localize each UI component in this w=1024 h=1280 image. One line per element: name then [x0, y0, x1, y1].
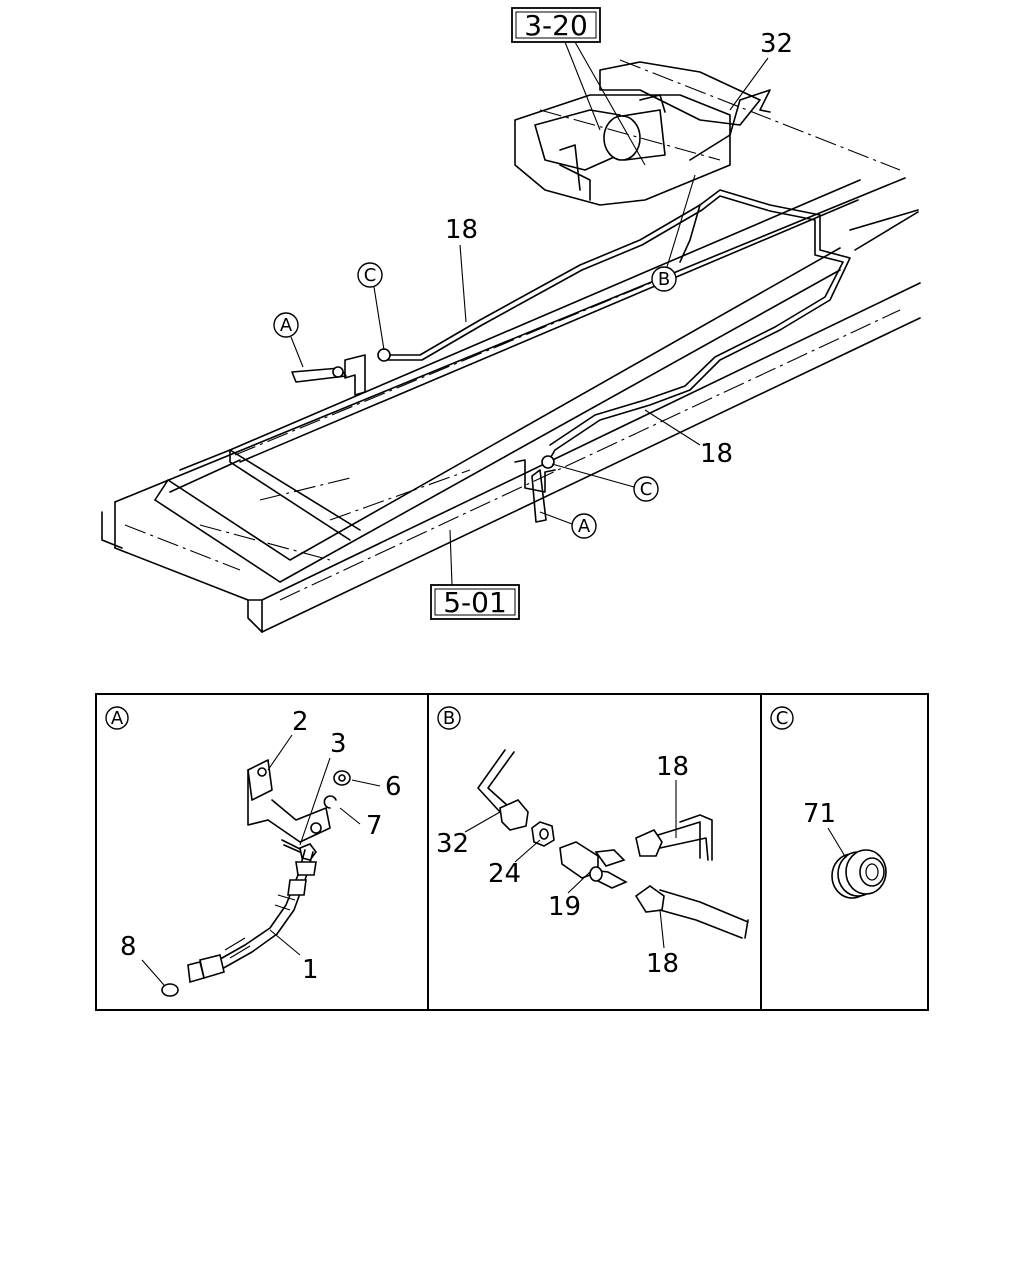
svg-text:C: C — [640, 479, 653, 500]
bracket-left — [291, 348, 391, 396]
label-part-71: 71 — [803, 799, 836, 829]
panel-a-badge: A — [105, 706, 129, 730]
label-part-24: 24 — [488, 859, 521, 889]
svg-text:B: B — [443, 708, 455, 729]
label-part-19: 19 — [548, 892, 581, 922]
reference-box-5-01[interactable]: 5-01 — [430, 584, 520, 620]
svg-text:C: C — [776, 708, 789, 729]
svg-text:A: A — [111, 708, 124, 729]
callout-detail-b[interactable]: B — [651, 266, 677, 292]
brake-pipe-upper — [384, 89, 851, 463]
label-part-1: 1 — [302, 955, 319, 985]
svg-text:A: A — [578, 516, 591, 537]
panel-c-badge: C — [770, 706, 794, 730]
svg-text:A: A — [280, 315, 293, 336]
ref-label-3-20: 3-20 — [524, 9, 588, 42]
callout-detail-a-lower[interactable]: A — [571, 513, 597, 539]
callout-detail-c-upper[interactable]: C — [357, 262, 383, 288]
label-part-2: 2 — [292, 707, 309, 737]
svg-text:B: B — [658, 269, 670, 290]
callout-18-upper: 18 — [445, 215, 478, 245]
engine-assembly — [514, 59, 901, 206]
grommet-part-71 — [831, 849, 887, 899]
label-part-3: 3 — [330, 729, 347, 759]
label-part-18-bottom: 18 — [646, 949, 679, 979]
label-part-32: 32 — [436, 829, 469, 859]
callout-32: 32 — [760, 29, 793, 59]
detail-panels-frame — [95, 693, 929, 1011]
callout-detail-a-upper[interactable]: A — [273, 312, 299, 338]
svg-text:C: C — [364, 265, 377, 286]
detail-panel-c: C 71 — [770, 706, 887, 899]
bracket-right — [514, 455, 556, 523]
ref-label-5-01: 5-01 — [443, 586, 507, 619]
label-part-6: 6 — [385, 772, 402, 802]
detail-panel-b: B 32 24 19 18 18 — [436, 706, 749, 979]
chassis-frame — [101, 177, 921, 633]
callout-detail-c-lower[interactable]: C — [633, 476, 659, 502]
callout-18-lower: 18 — [700, 439, 733, 469]
label-part-18-top: 18 — [656, 752, 689, 782]
panel-b-badge: B — [437, 706, 461, 730]
detail-panel-a: A 2 3 6 7 8 1 — [105, 706, 402, 997]
label-part-8: 8 — [120, 932, 137, 962]
label-part-7: 7 — [366, 811, 383, 841]
reference-box-3-20[interactable]: 3-20 — [511, 7, 601, 43]
